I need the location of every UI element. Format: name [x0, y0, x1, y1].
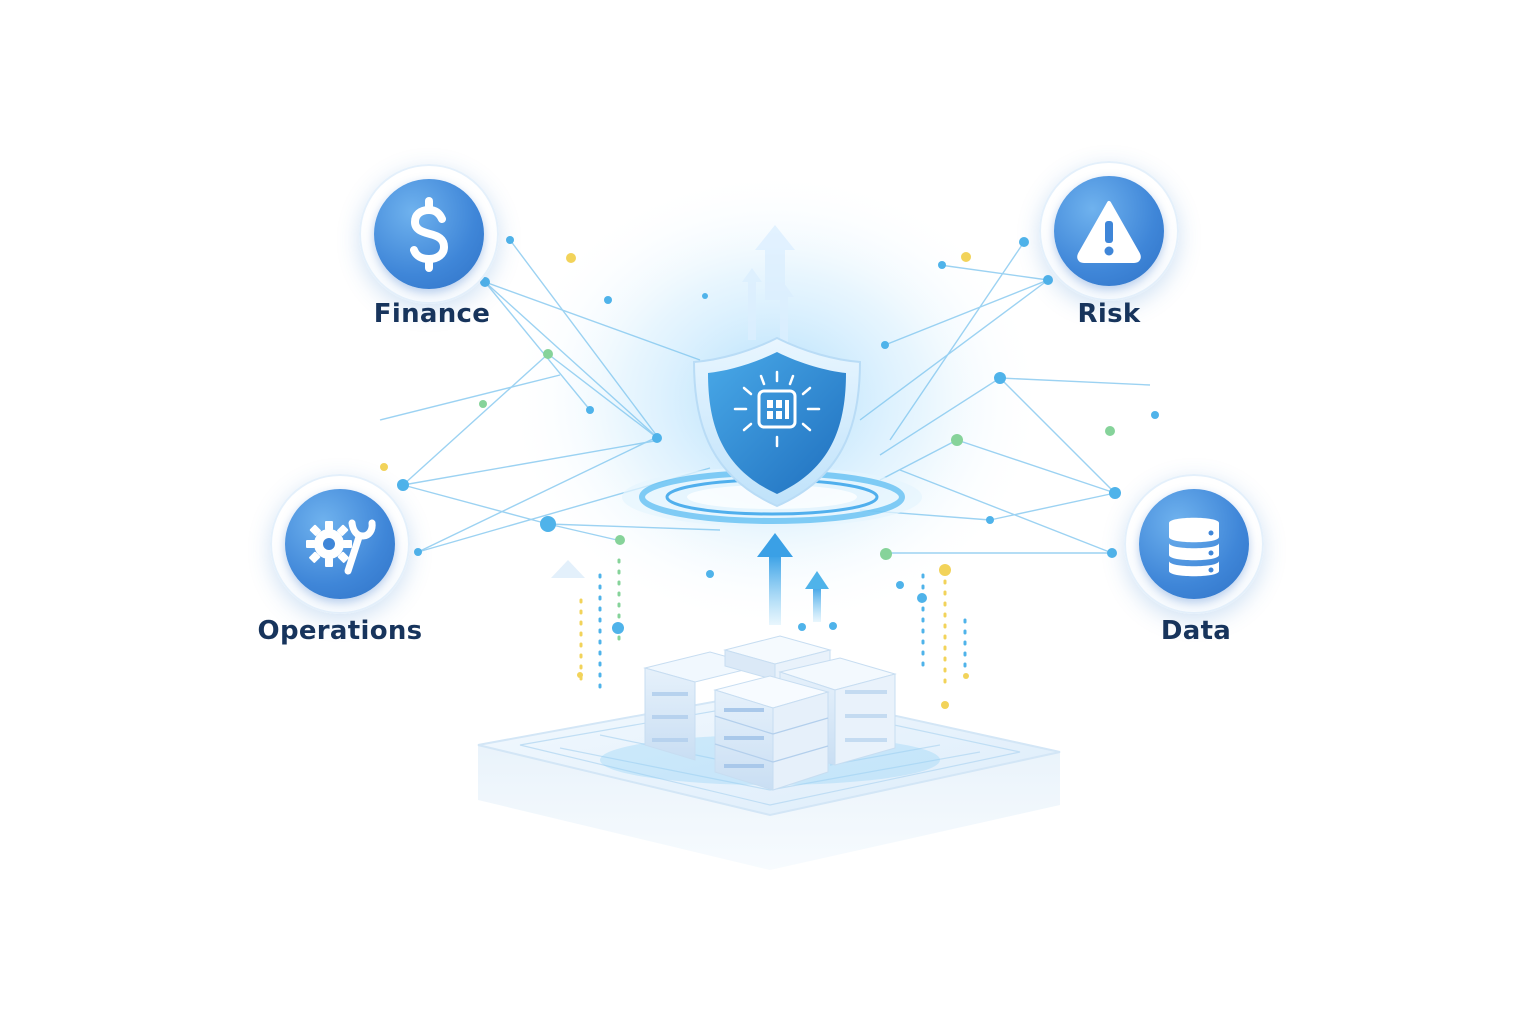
- background-arrows: [742, 225, 795, 345]
- operations-node[interactable]: [270, 474, 410, 614]
- data-node[interactable]: [1124, 474, 1264, 614]
- risk-label: Risk: [1077, 299, 1141, 329]
- connection-lines: [379, 239, 1151, 554]
- data-label: Data: [1160, 616, 1232, 646]
- dollar-icon: [410, 197, 449, 272]
- warning-icon: [1077, 201, 1141, 263]
- network-dots: [380, 236, 1159, 709]
- operations-label: Operations: [257, 616, 423, 646]
- database-icon: [1169, 517, 1219, 577]
- finance-node[interactable]: [359, 164, 499, 304]
- upload-arrows: [551, 533, 829, 625]
- shield-chip-icon: [692, 336, 862, 508]
- finance-label: Finance: [373, 299, 491, 329]
- server-stack-icon: [643, 635, 897, 791]
- gear-wrench-icon: [306, 519, 376, 575]
- risk-node[interactable]: [1039, 161, 1179, 301]
